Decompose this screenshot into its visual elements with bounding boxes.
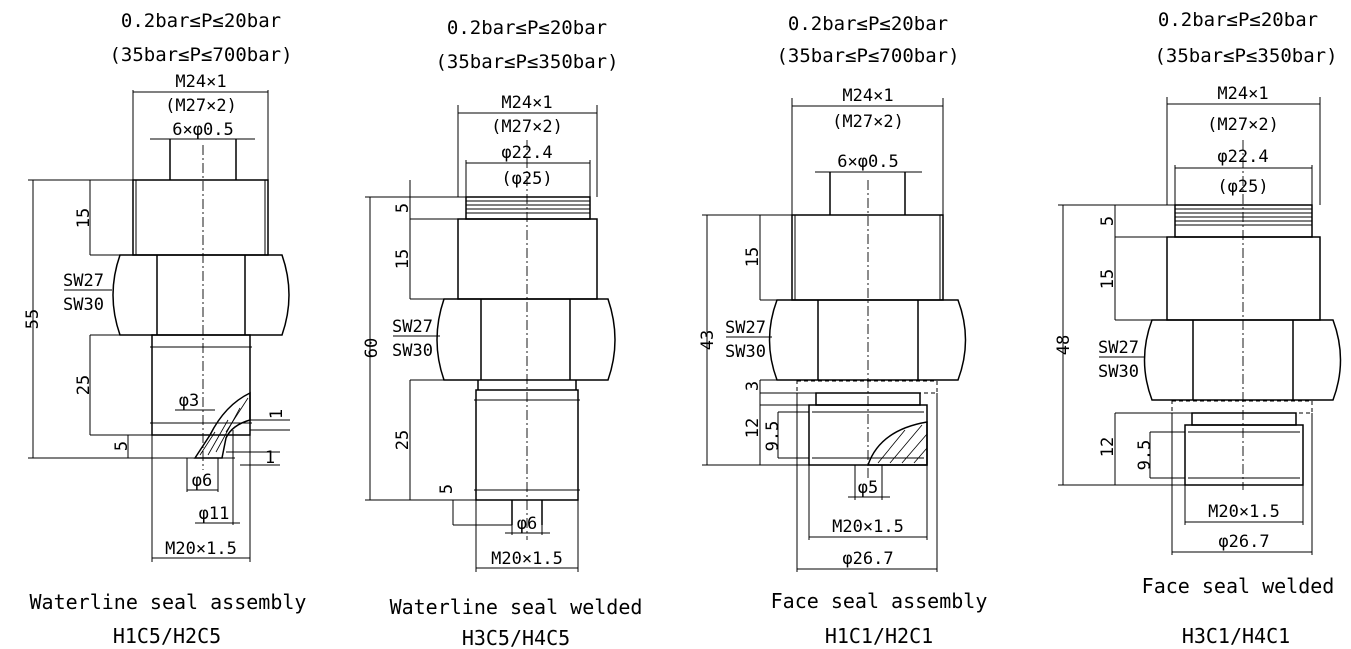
dim-thread-effective: 9.5: [1135, 440, 1155, 471]
dim-overall: 55: [23, 309, 43, 329]
pressure-range: 0.2bar≤P≤20bar: [121, 10, 281, 32]
seal-od: φ11: [199, 504, 230, 524]
dim-overall: 43: [698, 330, 718, 350]
drawing-waterline-seal-welded: 0.2bar≤P≤20bar (35bar≤P≤350bar) M24×1 (M…: [362, 17, 642, 649]
pin-spec: 6×φ0.5: [837, 152, 898, 172]
pressure-range: 0.2bar≤P≤20bar: [447, 17, 607, 39]
thread-top-alt: (M27×2): [832, 112, 904, 132]
dim-lower: 25: [74, 375, 94, 395]
bore: φ5: [858, 478, 878, 498]
bore: φ6: [517, 514, 537, 534]
hex-size-alt: SW30: [392, 341, 433, 361]
dim-thread: 5: [1098, 216, 1118, 226]
pressure-range-alt: (35bar≤P≤350bar): [1154, 45, 1337, 67]
dim-small: 5: [112, 441, 132, 451]
pressure-range-alt: (35bar≤P≤700bar): [776, 45, 959, 67]
thread-bottom: M20×1.5: [1208, 502, 1280, 522]
dim-overall: 48: [1054, 335, 1074, 355]
model-code: H1C1/H2C1: [825, 624, 933, 648]
hex-size: SW27: [392, 317, 433, 337]
face-diameter: φ26.7: [842, 549, 893, 569]
thread-top: M24×1: [1217, 84, 1268, 104]
drawing-face-seal-welded: 0.2bar≤P≤20bar (35bar≤P≤350bar) M24×1 (M…: [1054, 9, 1342, 648]
thread-bottom: M20×1.5: [491, 549, 563, 569]
model-code: H3C5/H4C5: [462, 626, 570, 649]
thread-bottom: M20×1.5: [165, 539, 237, 559]
bore: φ3: [179, 391, 199, 411]
thread-top-alt: (M27×2): [165, 96, 237, 116]
dim-top: 15: [1098, 269, 1118, 289]
model-code: H1C5/H2C5: [113, 624, 221, 648]
hex-size: SW27: [1098, 338, 1139, 358]
thread-top-alt: (M27×2): [1207, 115, 1279, 135]
caption: Face seal assembly: [771, 589, 988, 613]
thread-top: M24×1: [501, 93, 552, 113]
dim-overall: 60: [362, 338, 382, 358]
bore-2: φ6: [192, 471, 212, 491]
face-diameter: φ26.7: [1218, 532, 1269, 552]
dim-thread: 5: [393, 203, 413, 213]
hex-size-alt: SW30: [725, 342, 766, 362]
caption: Waterline seal assembly: [30, 590, 307, 614]
dim-thread-length: 12: [1098, 437, 1118, 457]
dim-small: 5: [437, 484, 457, 494]
dim-one-b: 1: [265, 448, 275, 468]
dim-top: 15: [74, 208, 94, 228]
dim-thread-length: 12: [743, 418, 763, 438]
pressure-range-alt: (35bar≤P≤700bar): [109, 44, 292, 66]
drawing-waterline-seal-assembly: 0.2bar≤P≤20bar (35bar≤P≤700bar) M24×1 (M…: [23, 10, 306, 648]
thread-top: M24×1: [175, 72, 226, 92]
pressure-range: 0.2bar≤P≤20bar: [788, 13, 948, 35]
caption: Face seal welded: [1142, 574, 1335, 598]
dim-top: 15: [393, 249, 413, 269]
pressure-range: 0.2bar≤P≤20bar: [1158, 9, 1318, 31]
hex-size: SW27: [725, 318, 766, 338]
body-diameter: φ22.4: [1217, 147, 1268, 167]
dim-lower: 25: [393, 430, 413, 450]
caption: Waterline seal welded: [390, 595, 643, 619]
thread-top-alt: (M27×2): [491, 117, 563, 137]
dim-one-a: 1: [267, 409, 287, 419]
hex-size-alt: SW30: [63, 295, 104, 315]
dim-thread-effective: 9.5: [763, 421, 783, 452]
model-code: H3C1/H4C1: [1182, 624, 1290, 648]
thread-top: M24×1: [842, 86, 893, 106]
hex-size: SW27: [63, 271, 104, 291]
thread-bottom: M20×1.5: [832, 517, 904, 537]
pin-spec: 6×φ0.5: [172, 120, 233, 140]
dim-seal: 3: [743, 381, 763, 391]
pressure-range-alt: (35bar≤P≤350bar): [435, 51, 618, 73]
body-diameter-alt: (φ25): [1217, 177, 1268, 197]
hex-size-alt: SW30: [1098, 362, 1139, 382]
dim-top: 15: [743, 247, 763, 267]
drawing-face-seal-assembly: 0.2bar≤P≤20bar (35bar≤P≤700bar) M24×1 (M…: [698, 13, 987, 648]
